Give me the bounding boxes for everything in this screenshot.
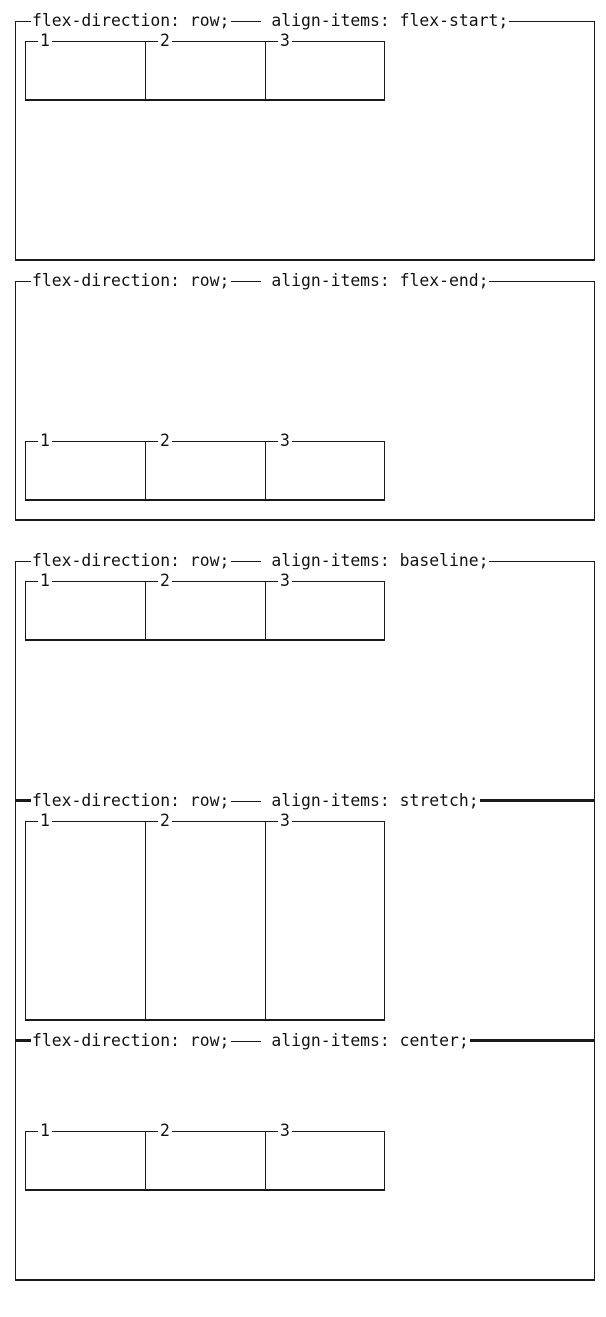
flex-item-2: 2	[145, 32, 265, 101]
flex-item-1: 1	[25, 812, 145, 1021]
item-label: 3	[278, 1121, 292, 1140]
item-label: 3	[278, 811, 292, 830]
panel-title: flex-direction: row; align-items: flex-en…	[31, 271, 490, 291]
title-divider	[231, 1040, 262, 1042]
flex-item-3: 3	[265, 1122, 385, 1191]
flex-item-2: 2	[145, 812, 265, 1021]
flex-container: 1 2 3	[25, 1061, 585, 1261]
item-label: 3	[278, 431, 292, 450]
align-label: align-items: stretch;	[270, 791, 480, 811]
flex-item-1: 1	[25, 432, 145, 501]
flex-container: 1 2 3	[25, 572, 585, 781]
item-label: 2	[158, 811, 172, 830]
panel-title: flex-direction: row; align-items: baselin…	[31, 551, 490, 571]
item-label: 2	[158, 431, 172, 450]
direction-label: flex-direction: row;	[31, 11, 231, 31]
flex-item-2: 2	[145, 572, 265, 641]
panel-title: flex-direction: row; align-items: flex-st…	[31, 11, 510, 31]
direction-label: flex-direction: row;	[31, 791, 231, 811]
item-label: 1	[38, 431, 52, 450]
flex-container: 1 2 3	[25, 32, 585, 241]
item-label: 3	[278, 31, 292, 50]
direction-label: flex-direction: row;	[31, 271, 231, 291]
item-label: 1	[38, 31, 52, 50]
item-label: 1	[38, 1121, 52, 1140]
panel-flex-start: flex-direction: row; align-items: flex-st…	[15, 11, 595, 261]
panel-stretch: flex-direction: row; align-items: stretch…	[15, 791, 595, 1041]
align-label: align-items: flex-start;	[270, 11, 510, 31]
flex-item-1: 1	[25, 572, 145, 641]
panel-flex-end: flex-direction: row; align-items: flex-en…	[15, 271, 595, 521]
flex-item-2: 2	[145, 432, 265, 501]
title-divider	[231, 280, 262, 282]
title-divider	[231, 800, 262, 802]
item-label: 1	[38, 571, 52, 590]
flex-item-1: 1	[25, 1122, 145, 1191]
direction-label: flex-direction: row;	[31, 551, 231, 571]
item-label: 2	[158, 571, 172, 590]
item-label: 3	[278, 571, 292, 590]
item-label: 2	[158, 1121, 172, 1140]
flex-item-3: 3	[265, 32, 385, 101]
item-label: 2	[158, 31, 172, 50]
flex-item-3: 3	[265, 812, 385, 1021]
title-divider	[231, 20, 262, 22]
flex-item-1: 1	[25, 32, 145, 101]
item-label: 1	[38, 811, 52, 830]
direction-label: flex-direction: row;	[31, 1031, 231, 1051]
flex-item-3: 3	[265, 432, 385, 501]
panel-center: flex-direction: row; align-items: center;…	[15, 1031, 595, 1281]
flex-item-2: 2	[145, 1122, 265, 1191]
panel-title: flex-direction: row; align-items: center;	[31, 1031, 470, 1051]
flex-container: 1 2 3	[25, 301, 585, 501]
title-divider	[231, 560, 262, 562]
align-label: align-items: center;	[270, 1031, 470, 1051]
flex-container: 1 2 3	[25, 812, 585, 1021]
flex-item-3: 3	[265, 572, 385, 641]
align-label: align-items: flex-end;	[270, 271, 490, 291]
panel-baseline: flex-direction: row; align-items: baselin…	[15, 551, 595, 801]
panel-title: flex-direction: row; align-items: stretch…	[31, 791, 480, 811]
align-label: align-items: baseline;	[270, 551, 490, 571]
